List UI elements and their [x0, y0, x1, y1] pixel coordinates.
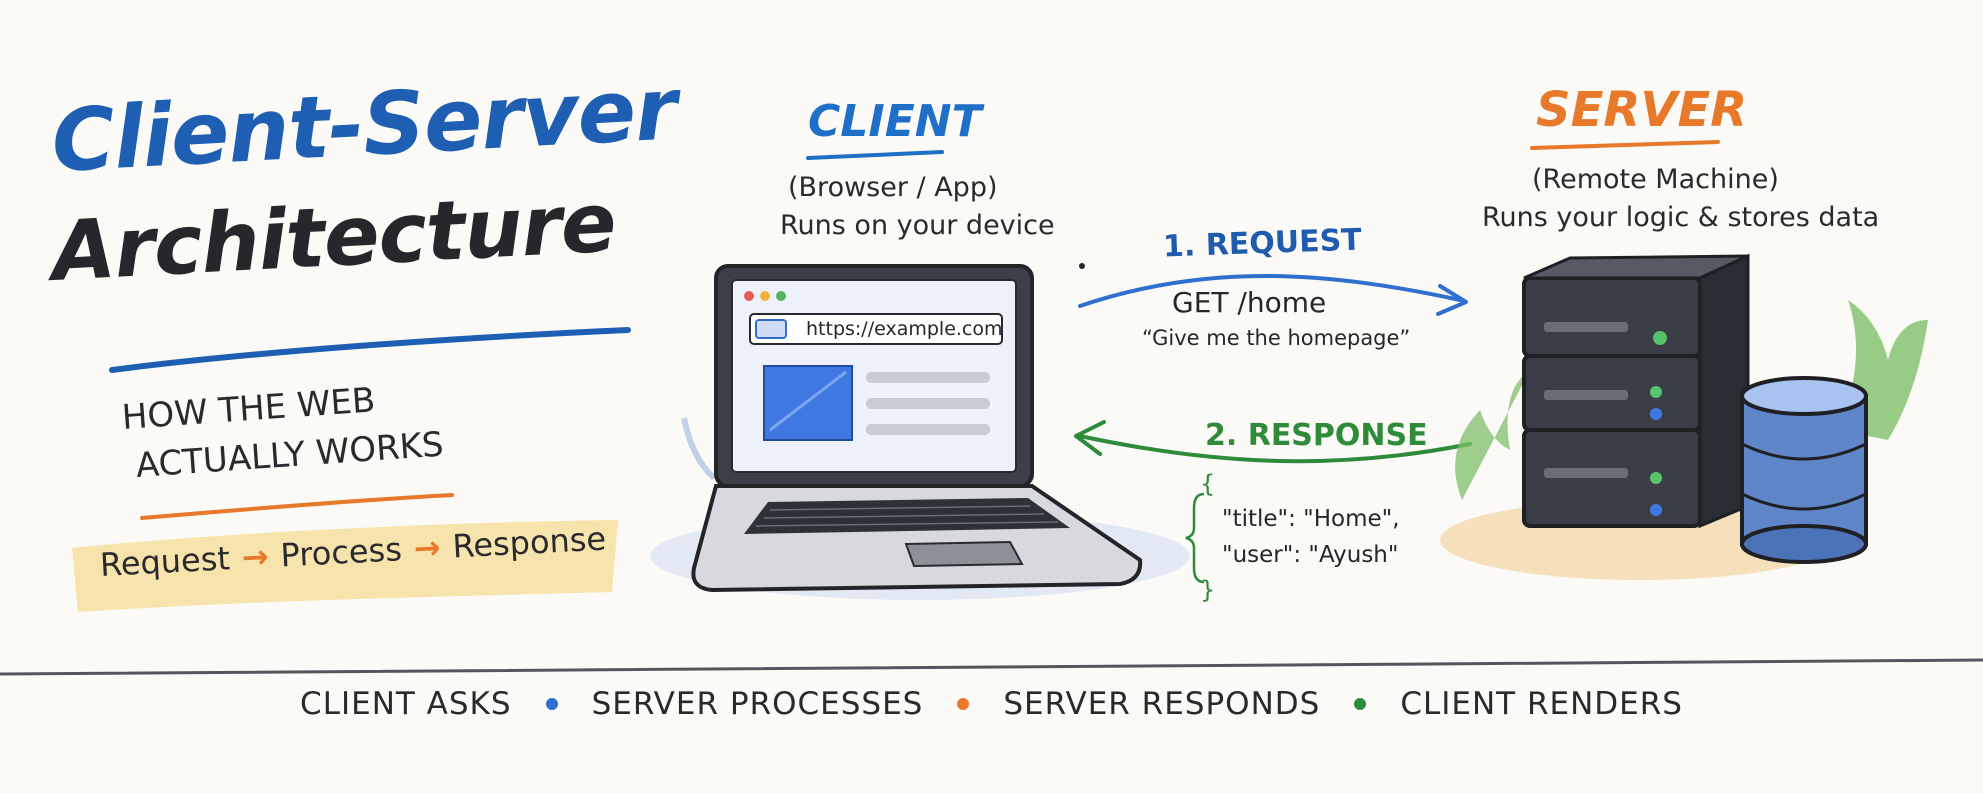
- request-note: “Give me the homepage”: [1142, 326, 1411, 350]
- json-line-user: "user": "Ayush": [1222, 542, 1399, 568]
- response-arrow: [1078, 434, 1472, 464]
- json-line-title: "title": "Home",: [1222, 506, 1400, 532]
- server-description: Runs your logic & stores data: [1482, 202, 1880, 233]
- json-brace-decor: [1185, 492, 1205, 584]
- footer-step-client-renders: CLIENT RENDERS: [1400, 686, 1683, 722]
- request-arrowhead: [1436, 284, 1468, 316]
- request-arrow: [1078, 274, 1462, 308]
- server-heading: SERVER: [1536, 82, 1748, 138]
- arrow-right-icon: →: [412, 528, 442, 568]
- response-arrowhead: [1074, 420, 1106, 456]
- request-method: GET /home: [1172, 286, 1327, 319]
- arrow-right-icon: →: [240, 537, 270, 577]
- footer-dot-blue: [545, 698, 558, 710]
- client-heading: CLIENT: [808, 96, 982, 147]
- flow-step-response: Response: [451, 519, 607, 566]
- browser-url: https://example.com: [806, 318, 1003, 340]
- client-description: Runs on your device: [780, 210, 1055, 241]
- request-label: 1. REQUEST: [1162, 222, 1363, 265]
- footer-dot-orange: [957, 698, 970, 710]
- json-close-brace: }: [1200, 576, 1216, 604]
- server-rack-icon: [1440, 253, 1928, 580]
- footer-step-client-asks: CLIENT ASKS: [300, 686, 512, 722]
- subtitle-underline: [140, 493, 454, 520]
- flow-step-process: Process: [279, 530, 403, 575]
- client-subtitle: (Browser / App): [788, 172, 998, 203]
- flow-highlight: [72, 520, 618, 612]
- database-icon: [1740, 376, 1868, 564]
- ink-dot: [1079, 263, 1085, 269]
- footer-dot-green: [1354, 698, 1367, 710]
- server-underline: [1530, 140, 1720, 150]
- json-open-brace: {: [1200, 470, 1216, 498]
- footer-divider: [0, 658, 1983, 676]
- response-label: 2. RESPONSE: [1205, 418, 1428, 453]
- title-underline: [109, 327, 631, 373]
- server-subtitle: (Remote Machine): [1532, 164, 1779, 195]
- footer-step-server-processes: SERVER PROCESSES: [591, 686, 924, 722]
- client-underline: [806, 150, 944, 160]
- laptop-icon: [650, 264, 1190, 600]
- footer-steps: CLIENT ASKS SERVER PROCESSES SERVER RESP…: [0, 686, 1983, 722]
- flow-step-request: Request: [99, 539, 231, 584]
- footer-step-server-responds: SERVER RESPONDS: [1003, 686, 1321, 722]
